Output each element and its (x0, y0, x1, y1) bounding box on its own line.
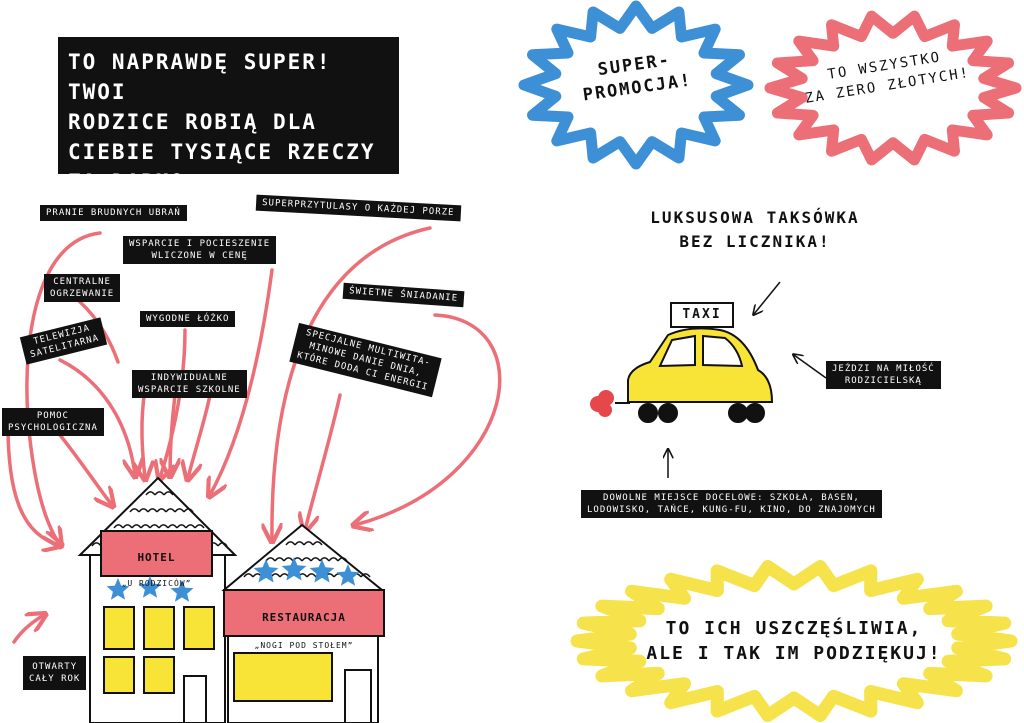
roof-scallop (131, 524, 142, 529)
taxi-car (615, 302, 774, 423)
roof-scallop (147, 508, 158, 513)
roof-scallop (122, 524, 133, 529)
label-ogrzewanie: Centralne ogrzewanie (44, 274, 121, 302)
roof-scallop (140, 524, 151, 529)
roof-scallop (167, 524, 178, 529)
restaurant-stars (253, 557, 360, 586)
hotel-name: Hotel (137, 551, 176, 564)
hotel-subtitle: „U rodziców” (121, 579, 192, 588)
roof-scallop (294, 541, 305, 546)
hotel-sign: Hotel „U rodziców” (101, 538, 212, 603)
label-lozko: Wygodne łóżko (140, 311, 236, 327)
roof-scallop (217, 542, 228, 547)
roof-scallop (176, 524, 187, 529)
headline-line: ciebie tysiące rzeczy (68, 140, 376, 164)
roof-scallop (337, 557, 348, 562)
roof-scallop (283, 557, 294, 562)
roof-scallop (149, 524, 160, 529)
label-otwarty: Otwarty cały rok (23, 656, 87, 690)
roof-scallop (306, 573, 317, 578)
roof-scallop (265, 557, 276, 562)
label-wsparcie: Wsparcie i pocieszenie wliczone w cenę (123, 236, 277, 264)
hotel-building (77, 476, 238, 723)
restaurant-name: Restauracja (262, 611, 346, 624)
roof-scallop (138, 508, 149, 513)
roof-scallop (274, 557, 285, 562)
roof-scallop (145, 491, 156, 496)
restaurant-subtitle: „Nogi pod stołem” (254, 641, 354, 650)
taxi-title: Luksusowa taksówka bez licznika! (650, 208, 860, 251)
yellow-burst (570, 560, 1018, 722)
exhaust-cloud (590, 390, 614, 417)
roof-scallop (185, 524, 196, 529)
roof-scallop (156, 508, 167, 513)
label-jezdzi: Jeździ na miłość rodzicielską (826, 361, 941, 389)
roof-scallop (113, 524, 124, 529)
roof-scallop (154, 491, 165, 496)
taxi-sign: Taxi (682, 307, 722, 322)
headline-line: za darmo (68, 170, 186, 194)
roof-scallop (183, 508, 194, 513)
label-pranie: Pranie brudnych ubrań (40, 205, 187, 221)
roof-scallop (310, 557, 321, 562)
roof-scallop (129, 508, 140, 513)
taxi-arrows (668, 281, 827, 478)
hotel-arrows (6, 226, 502, 644)
headline-line: rodzice robią dla (68, 110, 317, 134)
roof-scallop (360, 573, 371, 578)
label-psychologiczna: Pomoc psychologiczna (2, 408, 104, 436)
roof-scallop (301, 557, 312, 562)
pink-burst (764, 10, 1022, 166)
roof-scallop (163, 491, 174, 496)
blue-burst (518, 0, 754, 170)
roof-scallop (243, 573, 254, 578)
roof-scallop (319, 557, 330, 562)
roof-scallop (328, 557, 339, 562)
roof-scallop (303, 541, 314, 546)
headline-line: To naprawdę super! Twoi (68, 50, 332, 104)
thanks-text: To ich uszczęśliwia, ale i tak im podzię… (646, 618, 942, 664)
roof-scallop (194, 524, 205, 529)
roof-scallop (174, 508, 185, 513)
restaurant-sign: Restauracja „Nogi pod stołem” (224, 597, 384, 667)
roof-scallop (158, 524, 169, 529)
roof-scallop (312, 541, 323, 546)
roof-scallop (165, 508, 176, 513)
hotel-stars (106, 576, 194, 602)
roof-scallop (285, 541, 296, 546)
headline-box: To naprawdę super! Twoi rodzice robią dl… (58, 37, 399, 194)
label-destinations: Dowolne miejsce docelowe: szkoła, basen,… (581, 490, 882, 518)
label-szkolne: Indywidualne wsparcie szkolne (132, 370, 247, 398)
